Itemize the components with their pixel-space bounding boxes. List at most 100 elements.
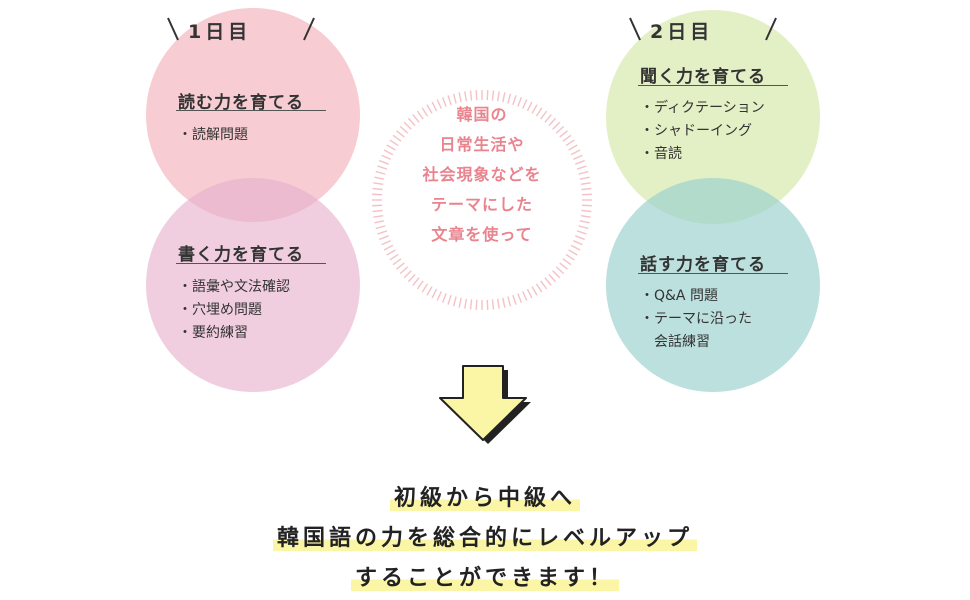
- ring-tick: [522, 99, 528, 109]
- day2-right-slash: [765, 17, 777, 41]
- ring-tick: [375, 225, 386, 230]
- ring-tick: [555, 266, 565, 275]
- ring-tick: [565, 139, 575, 147]
- list-item: ・テーマに沿った: [640, 311, 752, 327]
- ring-tick: [531, 104, 538, 114]
- center-description: 韓国の 日常生活や 社会現象などを テーマにした 文章を使って: [392, 100, 572, 250]
- ring-tick: [486, 299, 489, 310]
- ring-tick: [431, 288, 438, 299]
- ring-tick: [386, 144, 396, 151]
- ring-tick: [416, 110, 424, 120]
- ring-tick: [464, 298, 468, 309]
- ring-tick: [372, 187, 383, 191]
- listen-skill-list: ・ディクテーション ・シャドーイング ・音読: [640, 97, 765, 166]
- ring-tick: [421, 283, 429, 293]
- ring-tick: [403, 121, 412, 130]
- ring-tick: [377, 230, 388, 235]
- list-item: ・Q&A 問題: [640, 288, 718, 304]
- ring-tick: [396, 130, 405, 138]
- ring-tick: [512, 95, 517, 106]
- ring-tick: [544, 277, 552, 286]
- write-skill-underline: [176, 263, 326, 264]
- ring-tick: [552, 121, 561, 130]
- day2-label: 2日目: [650, 21, 714, 43]
- ring-tick: [517, 293, 523, 303]
- bottom-text: 韓国語の力を総合的にレベルアップ: [272, 526, 697, 551]
- ring-tick: [392, 134, 402, 142]
- ring-tick: [412, 114, 420, 123]
- speak-circle: [606, 178, 820, 392]
- ring-tick: [581, 209, 592, 213]
- ring-tick: [436, 291, 442, 301]
- list-item: ・音読: [640, 146, 682, 162]
- ring-tick: [475, 299, 478, 310]
- ring-tick: [379, 159, 389, 165]
- ring-tick: [565, 253, 575, 261]
- ring-tick: [399, 125, 409, 134]
- ring-tick: [576, 230, 587, 235]
- ring-tick: [475, 90, 478, 101]
- ring-tick: [452, 93, 457, 104]
- ring-tick: [568, 144, 578, 151]
- ring-tick: [562, 134, 572, 142]
- ring-tick: [389, 253, 399, 261]
- ring-tick: [535, 283, 543, 293]
- list-item: ・読解問題: [178, 127, 248, 143]
- ring-tick: [526, 101, 533, 112]
- ring-tick: [381, 240, 391, 246]
- ring-tick: [374, 176, 385, 180]
- ring-tick: [559, 262, 568, 270]
- write-skill-title: 書く力を育てる: [178, 245, 304, 265]
- day1-right-slash: [303, 17, 315, 41]
- ring-tick: [403, 270, 412, 279]
- bottom-text: 初級から中級へ: [389, 486, 580, 511]
- ring-tick: [581, 204, 592, 207]
- read-skill-list: ・読解問題: [178, 124, 248, 147]
- bottom-text: することができます！: [350, 566, 619, 591]
- ring-tick: [579, 220, 590, 224]
- list-item: ・要約練習: [178, 325, 248, 341]
- ring-tick: [522, 291, 528, 301]
- ring-tick: [581, 193, 592, 196]
- ring-tick: [431, 101, 438, 112]
- ring-tick: [526, 288, 533, 299]
- list-item: 会話練習: [640, 334, 710, 350]
- ring-tick: [502, 297, 506, 308]
- center-line: 日常生活や: [439, 135, 525, 154]
- ring-tick: [486, 90, 489, 101]
- ring-tick: [469, 90, 473, 101]
- center-line: 文章を使って: [431, 225, 533, 244]
- ring-tick: [573, 240, 583, 246]
- ring-tick: [373, 182, 384, 186]
- list-item: ・シャドーイング: [640, 123, 752, 139]
- ring-tick: [396, 262, 405, 270]
- ring-tick: [407, 117, 416, 127]
- ring-tick: [507, 93, 512, 104]
- read-skill-underline: [176, 110, 326, 111]
- ring-tick: [576, 165, 587, 170]
- read-skill-title: 読む力を育てる: [178, 93, 304, 113]
- ring-tick: [441, 293, 447, 303]
- speak-skill-underline: [638, 273, 788, 274]
- ring-tick: [392, 258, 402, 266]
- ring-tick: [559, 130, 568, 138]
- center-line: 社会現象などを: [422, 165, 542, 184]
- ring-tick: [540, 110, 548, 120]
- dashed-ring-icon: [372, 90, 592, 310]
- ring-tick: [562, 258, 572, 266]
- down-arrow-icon: [439, 365, 531, 444]
- listen-skill-underline: [638, 85, 788, 86]
- ring-tick: [375, 170, 386, 175]
- list-item: ・穴埋め問題: [178, 302, 262, 318]
- ring-tick: [570, 149, 581, 156]
- bottom-line-1: 初級から中級へ: [0, 480, 970, 512]
- ring-tick: [579, 176, 590, 180]
- ring-tick: [372, 209, 383, 213]
- day1-left-slash: [167, 17, 179, 41]
- write-skill-list: ・語彙や文法確認 ・穴埋め問題 ・要約練習: [178, 276, 290, 345]
- ring-tick: [573, 154, 583, 160]
- ring-tick: [421, 107, 429, 117]
- ring-tick: [578, 170, 589, 175]
- center-line: テーマにした: [430, 195, 533, 214]
- ring-tick: [399, 266, 409, 275]
